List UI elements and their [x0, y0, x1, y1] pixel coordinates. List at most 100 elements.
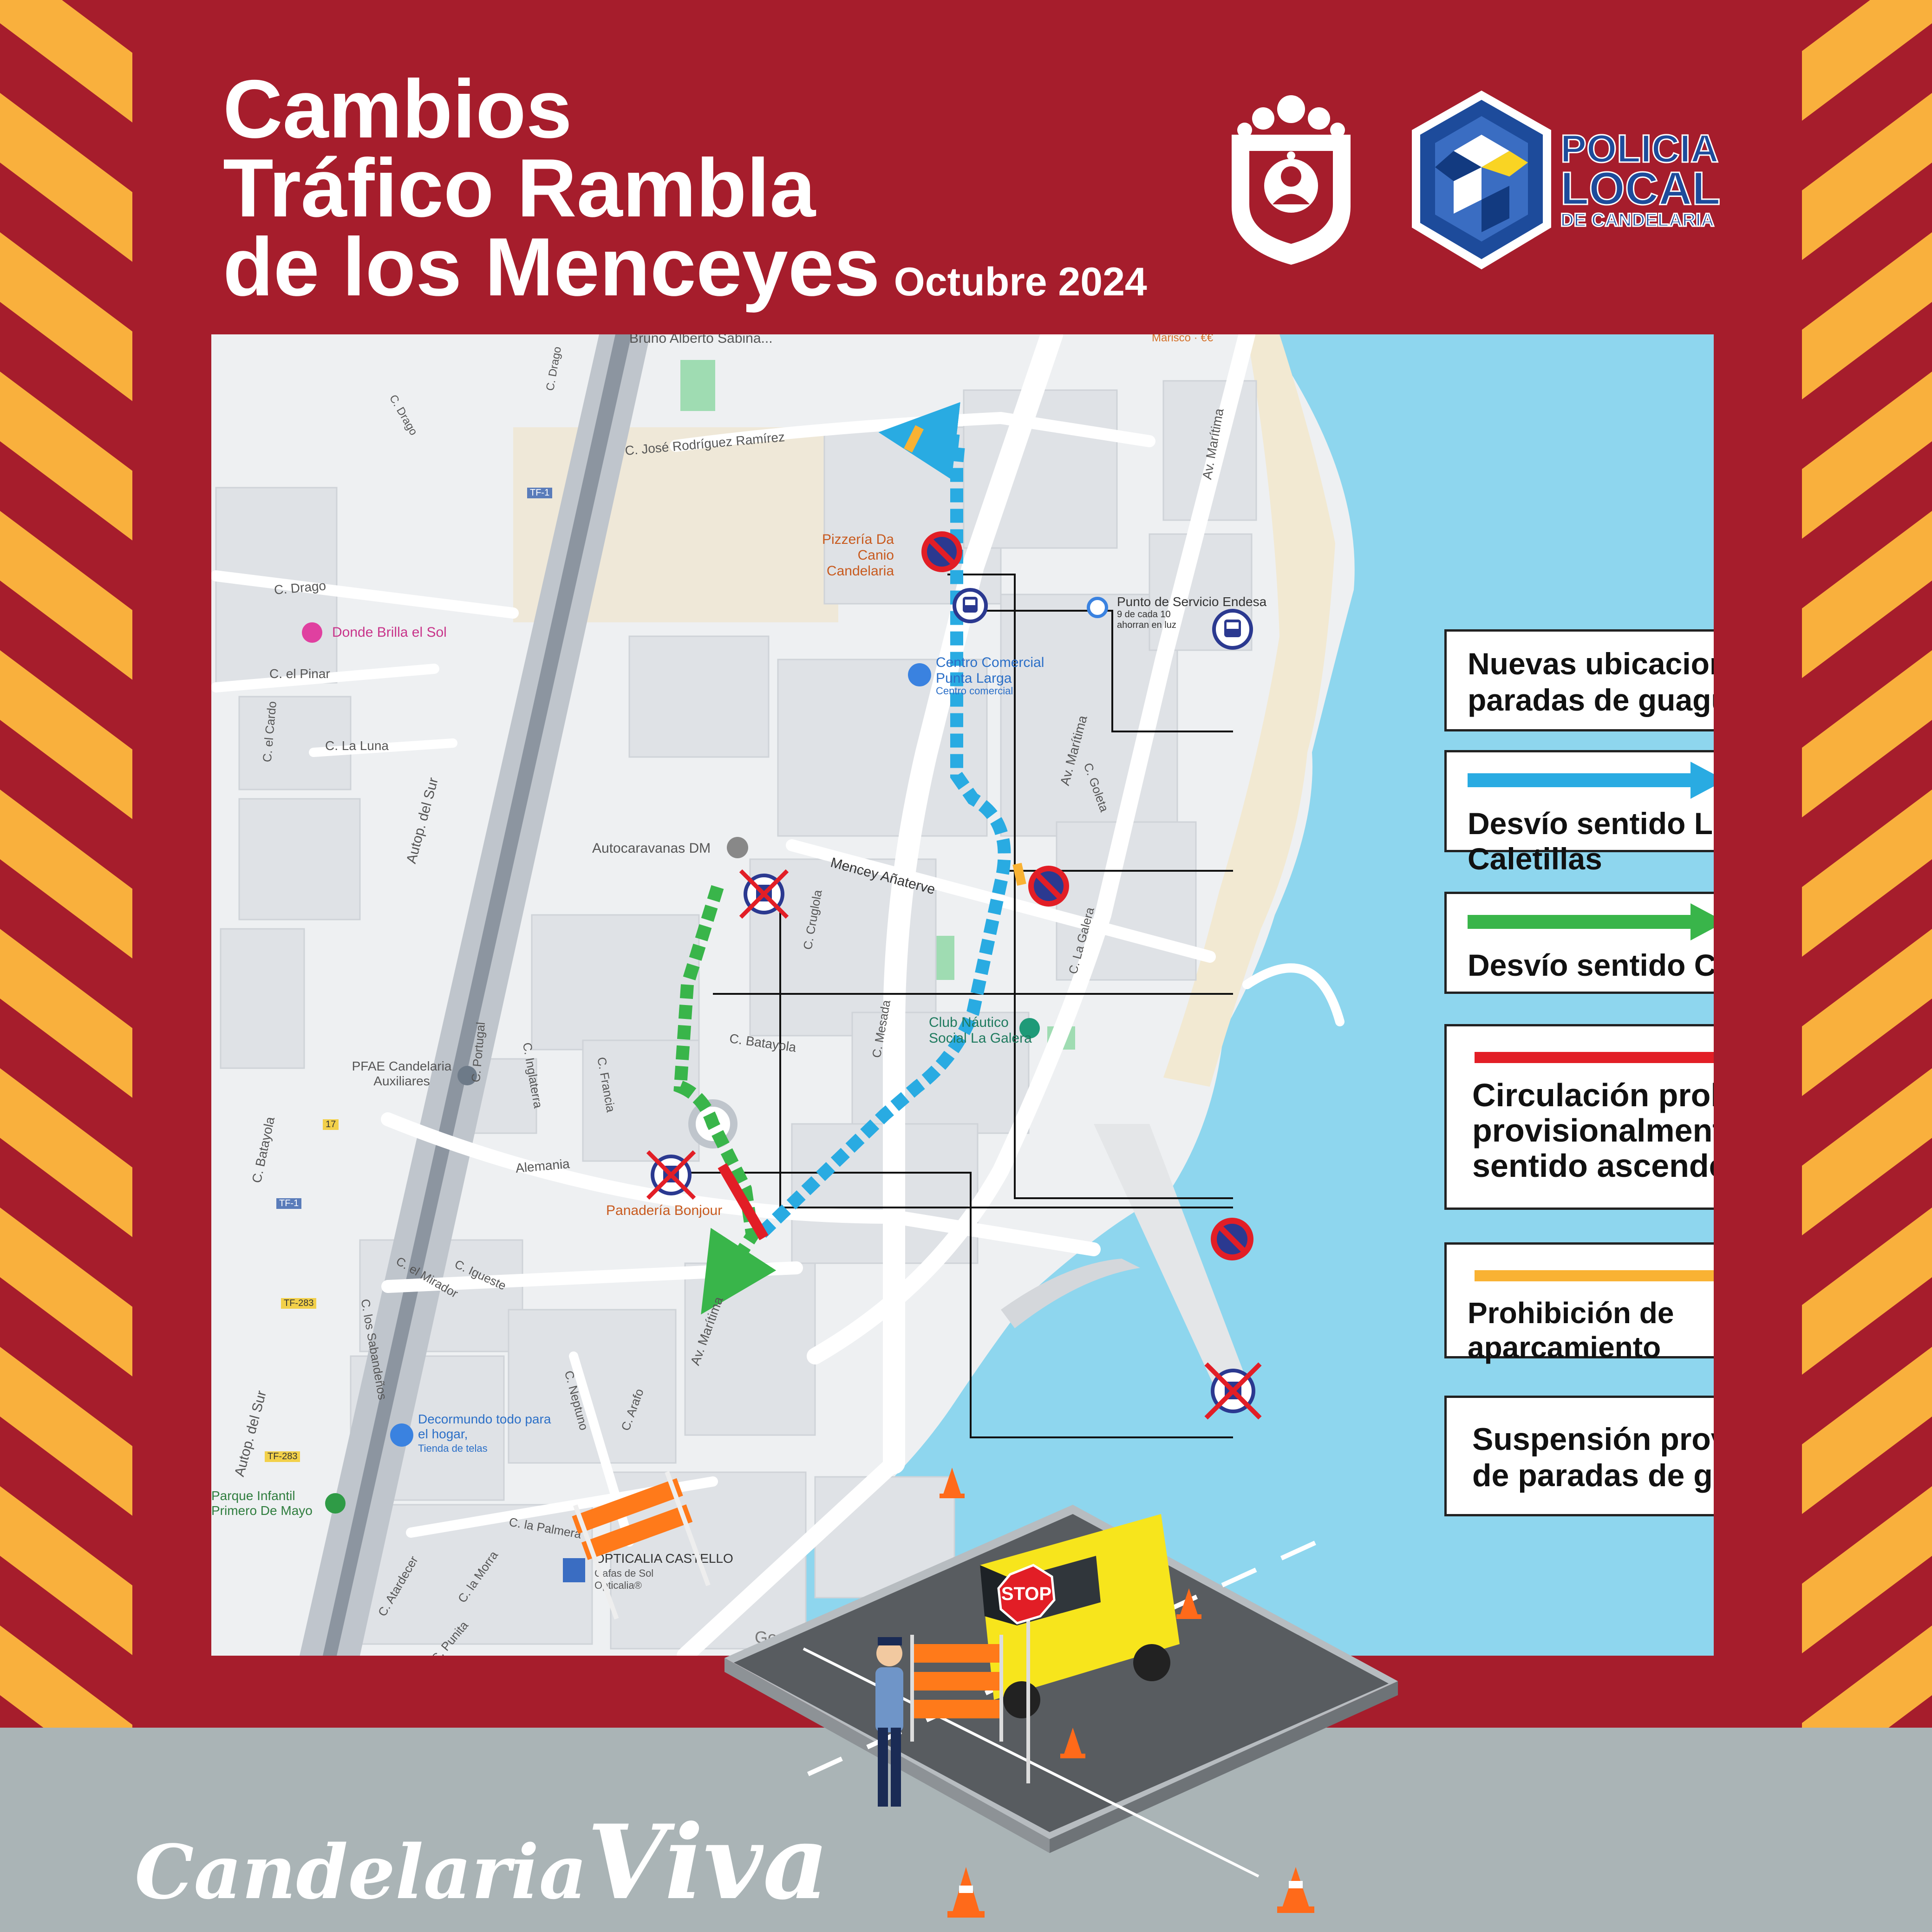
hazard-stripe — [0, 929, 132, 1098]
road-rambla — [883, 334, 1063, 1474]
blue-detour-route — [757, 402, 1011, 1238]
hazard-stripes-right — [1802, 0, 1932, 1728]
road-pinar — [211, 664, 439, 692]
hazard-stripe — [1802, 790, 1932, 957]
new-bus-stop-icon — [952, 587, 988, 624]
breakwater — [1001, 1259, 1140, 1328]
road-batayola — [381, 1112, 1101, 1256]
suspended-bus-stop-icon — [734, 864, 794, 924]
no-parking-segment-mid — [1012, 862, 1026, 886]
road-luna — [309, 738, 457, 757]
legend-new-stops: Nuevas ubicaciones de paradas de guaguas — [1444, 629, 1714, 731]
police-line-2: LOCAL — [1560, 163, 1721, 215]
label-opticalia: OPTICALIA CASTELLO — [594, 1551, 733, 1566]
police-line-3: DE CANDELARIA — [1560, 209, 1715, 231]
label-centro-comercial: Centro Comercial Punta Larga — [936, 655, 1044, 686]
map-panel: Bruno Alberto Sabina... Marisco · €€ C. … — [211, 334, 1714, 1656]
municipality-shield-logo — [1232, 95, 1351, 265]
detour-routes — [673, 402, 1026, 1315]
hazard-stripe — [0, 1347, 132, 1516]
brand-part-1: Candelaria — [135, 1828, 587, 1916]
road-av-maritima — [807, 334, 1255, 1364]
orange-line-icon — [1475, 1270, 1714, 1281]
label-club-nautico: Club Náutico Social La Galera — [929, 1015, 1032, 1046]
legend-prohibited: Circulación prohibida provisionalmente e… — [1444, 1024, 1714, 1210]
hazard-stripe — [0, 790, 132, 959]
label-endesa-sub: 9 de cada 10 ahorran en luz — [1117, 609, 1176, 630]
hazard-stripe — [0, 1208, 132, 1377]
hazard-stripe — [1802, 1486, 1932, 1653]
label-donde-brilla: Donde Brilla el Sol — [332, 625, 447, 640]
no-parking-icon — [920, 529, 964, 574]
police-officer-figure — [875, 1637, 903, 1807]
road-drago — [211, 570, 519, 619]
legend-detour-caletillas: Desvío sentido Las Caletillas — [1444, 750, 1714, 876]
hazard-stripe — [0, 372, 132, 541]
label-c-el-pinar: C. el Pinar — [269, 666, 330, 681]
hazard-stripe — [1802, 1068, 1932, 1235]
beach — [1163, 334, 1335, 1087]
suspended-bus-stop-icon — [641, 1145, 701, 1205]
green-detour-route — [673, 885, 777, 1315]
hazard-stripe — [0, 1625, 132, 1728]
label-centro-sub: Centro comercial — [936, 685, 1013, 697]
police-name: POLICIA LOCAL DE CANDELARIA — [1560, 127, 1721, 231]
endesa-pin-icon — [1087, 597, 1108, 618]
traffic-cone-icon — [1277, 1867, 1314, 1913]
policia-local-logo: POLICIA LOCAL DE CANDELARIA — [1407, 88, 1721, 274]
no-parking-icon — [1026, 864, 1071, 908]
info-pin-icon — [563, 1558, 585, 1582]
barrier-icon — [572, 1471, 711, 1620]
legend-no-parking-label: Prohibición de aparcamiento — [1468, 1296, 1674, 1364]
traffic-cone-icon — [1060, 1728, 1085, 1758]
blue-arrow-icon — [1468, 762, 1714, 799]
candelaria-viva-logo: CandelariaViva — [135, 1802, 829, 1922]
hazard-stripe — [0, 1068, 132, 1237]
hazard-stripe — [1802, 1347, 1932, 1514]
traffic-cone-icon — [947, 1867, 985, 1918]
traffic-cone-icon — [1176, 1588, 1201, 1619]
legend-suspension: Suspensión provisional de paradas de gua… — [1444, 1396, 1714, 1516]
no-parking-segment-north — [904, 425, 924, 453]
label-c-la-luna: C. La Luna — [325, 738, 389, 753]
label-pfae: PFAE Candelaria Auxiliares — [352, 1059, 452, 1088]
hazard-stripes-left — [0, 0, 132, 1728]
hazard-stripe — [0, 0, 132, 123]
new-bus-stop-icon — [1211, 607, 1254, 651]
traffic-cone-icon — [940, 1468, 965, 1498]
hotel-pin-icon — [302, 622, 322, 643]
hazard-stripe — [0, 650, 132, 819]
hazard-stripe — [1802, 650, 1932, 817]
legend-suspension-label: Suspensión provisional de paradas de gua… — [1472, 1422, 1714, 1493]
red-line-icon — [1475, 1052, 1714, 1063]
legend-detour-candelaria: Desvío sentido Candelaria — [1444, 892, 1714, 994]
title-line-3-text: de los Menceyes — [223, 221, 880, 313]
legend-detour-caletillas-label: Desvío sentido Las Caletillas — [1468, 806, 1714, 876]
date-label: Octubre 2024 — [894, 260, 1147, 304]
label-bruno: Bruno Alberto Sabina... — [629, 334, 773, 346]
title-line-1: Cambios — [223, 63, 572, 155]
road-goleta — [1242, 963, 1345, 1026]
marina-pin-icon — [1019, 1018, 1040, 1038]
label-decormundo: Decormundo todo para el hogar, — [418, 1412, 551, 1441]
no-parking-icon — [1209, 1216, 1255, 1262]
hazard-stripe — [0, 1486, 132, 1655]
legend-new-stops-label: Nuevas ubicaciones de paradas de guaguas — [1468, 646, 1714, 717]
barrier-icon — [910, 1635, 1003, 1742]
police-line-1: POLICIA — [1560, 127, 1719, 170]
label-marisco: Marisco · €€ — [1152, 334, 1214, 344]
road-av-maritima-south — [677, 1455, 902, 1656]
hazard-stripe — [1802, 0, 1932, 121]
legend-no-parking: Prohibición de aparcamiento — [1444, 1242, 1714, 1364]
label-tf1-a: TF-1 — [527, 488, 553, 498]
hazard-stripe — [1802, 1208, 1932, 1375]
label-tf283-a: TF-283 — [281, 1298, 317, 1309]
pier — [1094, 1124, 1252, 1407]
legend-detour-candelaria-label: Desvío sentido Candelaria — [1468, 948, 1714, 982]
label-autocaravanas: Autocaravanas DM — [592, 841, 711, 856]
hazard-stripe — [1802, 93, 1932, 260]
hazard-stripe — [1802, 1625, 1932, 1728]
legend-prohibited-label: Circulación prohibida provisionalmente e… — [1472, 1077, 1714, 1184]
brand-part-2: Viva — [587, 1802, 829, 1922]
